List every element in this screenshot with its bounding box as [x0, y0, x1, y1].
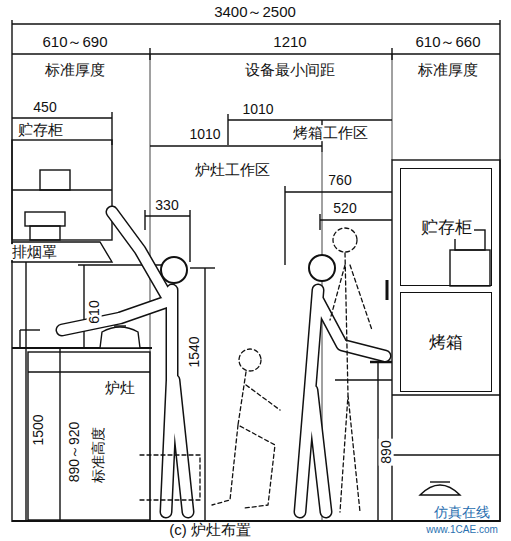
- dimension-label: 520: [331, 201, 358, 216]
- oven-compartment: 烤箱: [400, 292, 492, 392]
- dimension-label: 炉灶: [103, 380, 137, 396]
- dimension-label: 烤箱工作区: [291, 125, 370, 141]
- dimension-label: 890: [379, 438, 394, 465]
- dimension-label: 设备最小间距: [243, 62, 337, 78]
- dimension-label: 1010: [240, 102, 275, 117]
- dimension-label: 1010: [187, 127, 222, 142]
- dimension-label: 标准高度: [91, 425, 106, 485]
- dimension-label: 炉灶工作区: [193, 162, 272, 178]
- dimension-label: 标准厚度: [416, 62, 480, 78]
- node-text: 烤箱: [427, 331, 465, 354]
- dimension-label: 排烟罩: [10, 244, 59, 260]
- dimension-label: 760: [326, 173, 353, 188]
- cabinet-compartment: 贮存柜: [400, 168, 492, 286]
- dimension-label: 610～660: [413, 34, 482, 50]
- dimension-label: 1500: [31, 412, 46, 447]
- watermark: 仿真在线: [432, 505, 492, 520]
- dimension-label: 330: [153, 198, 180, 213]
- dimension-label: 450: [31, 100, 58, 115]
- dimension-label: 贮存柜: [16, 122, 65, 138]
- dimension-label: 610: [87, 298, 102, 325]
- dimension-label: 标准厚度: [43, 62, 107, 78]
- caption: (c) 炉灶布置: [167, 522, 253, 538]
- dimension-label: 1210: [271, 34, 308, 50]
- dimension-label: 1540: [187, 334, 202, 369]
- node-text: 贮存柜: [419, 216, 474, 239]
- watermark: www.1CAE.com: [424, 525, 500, 536]
- dimension-label: 3400～2500: [212, 4, 298, 20]
- dimension-label: 610～690: [40, 34, 109, 50]
- dimension-label: 890～920: [67, 420, 82, 485]
